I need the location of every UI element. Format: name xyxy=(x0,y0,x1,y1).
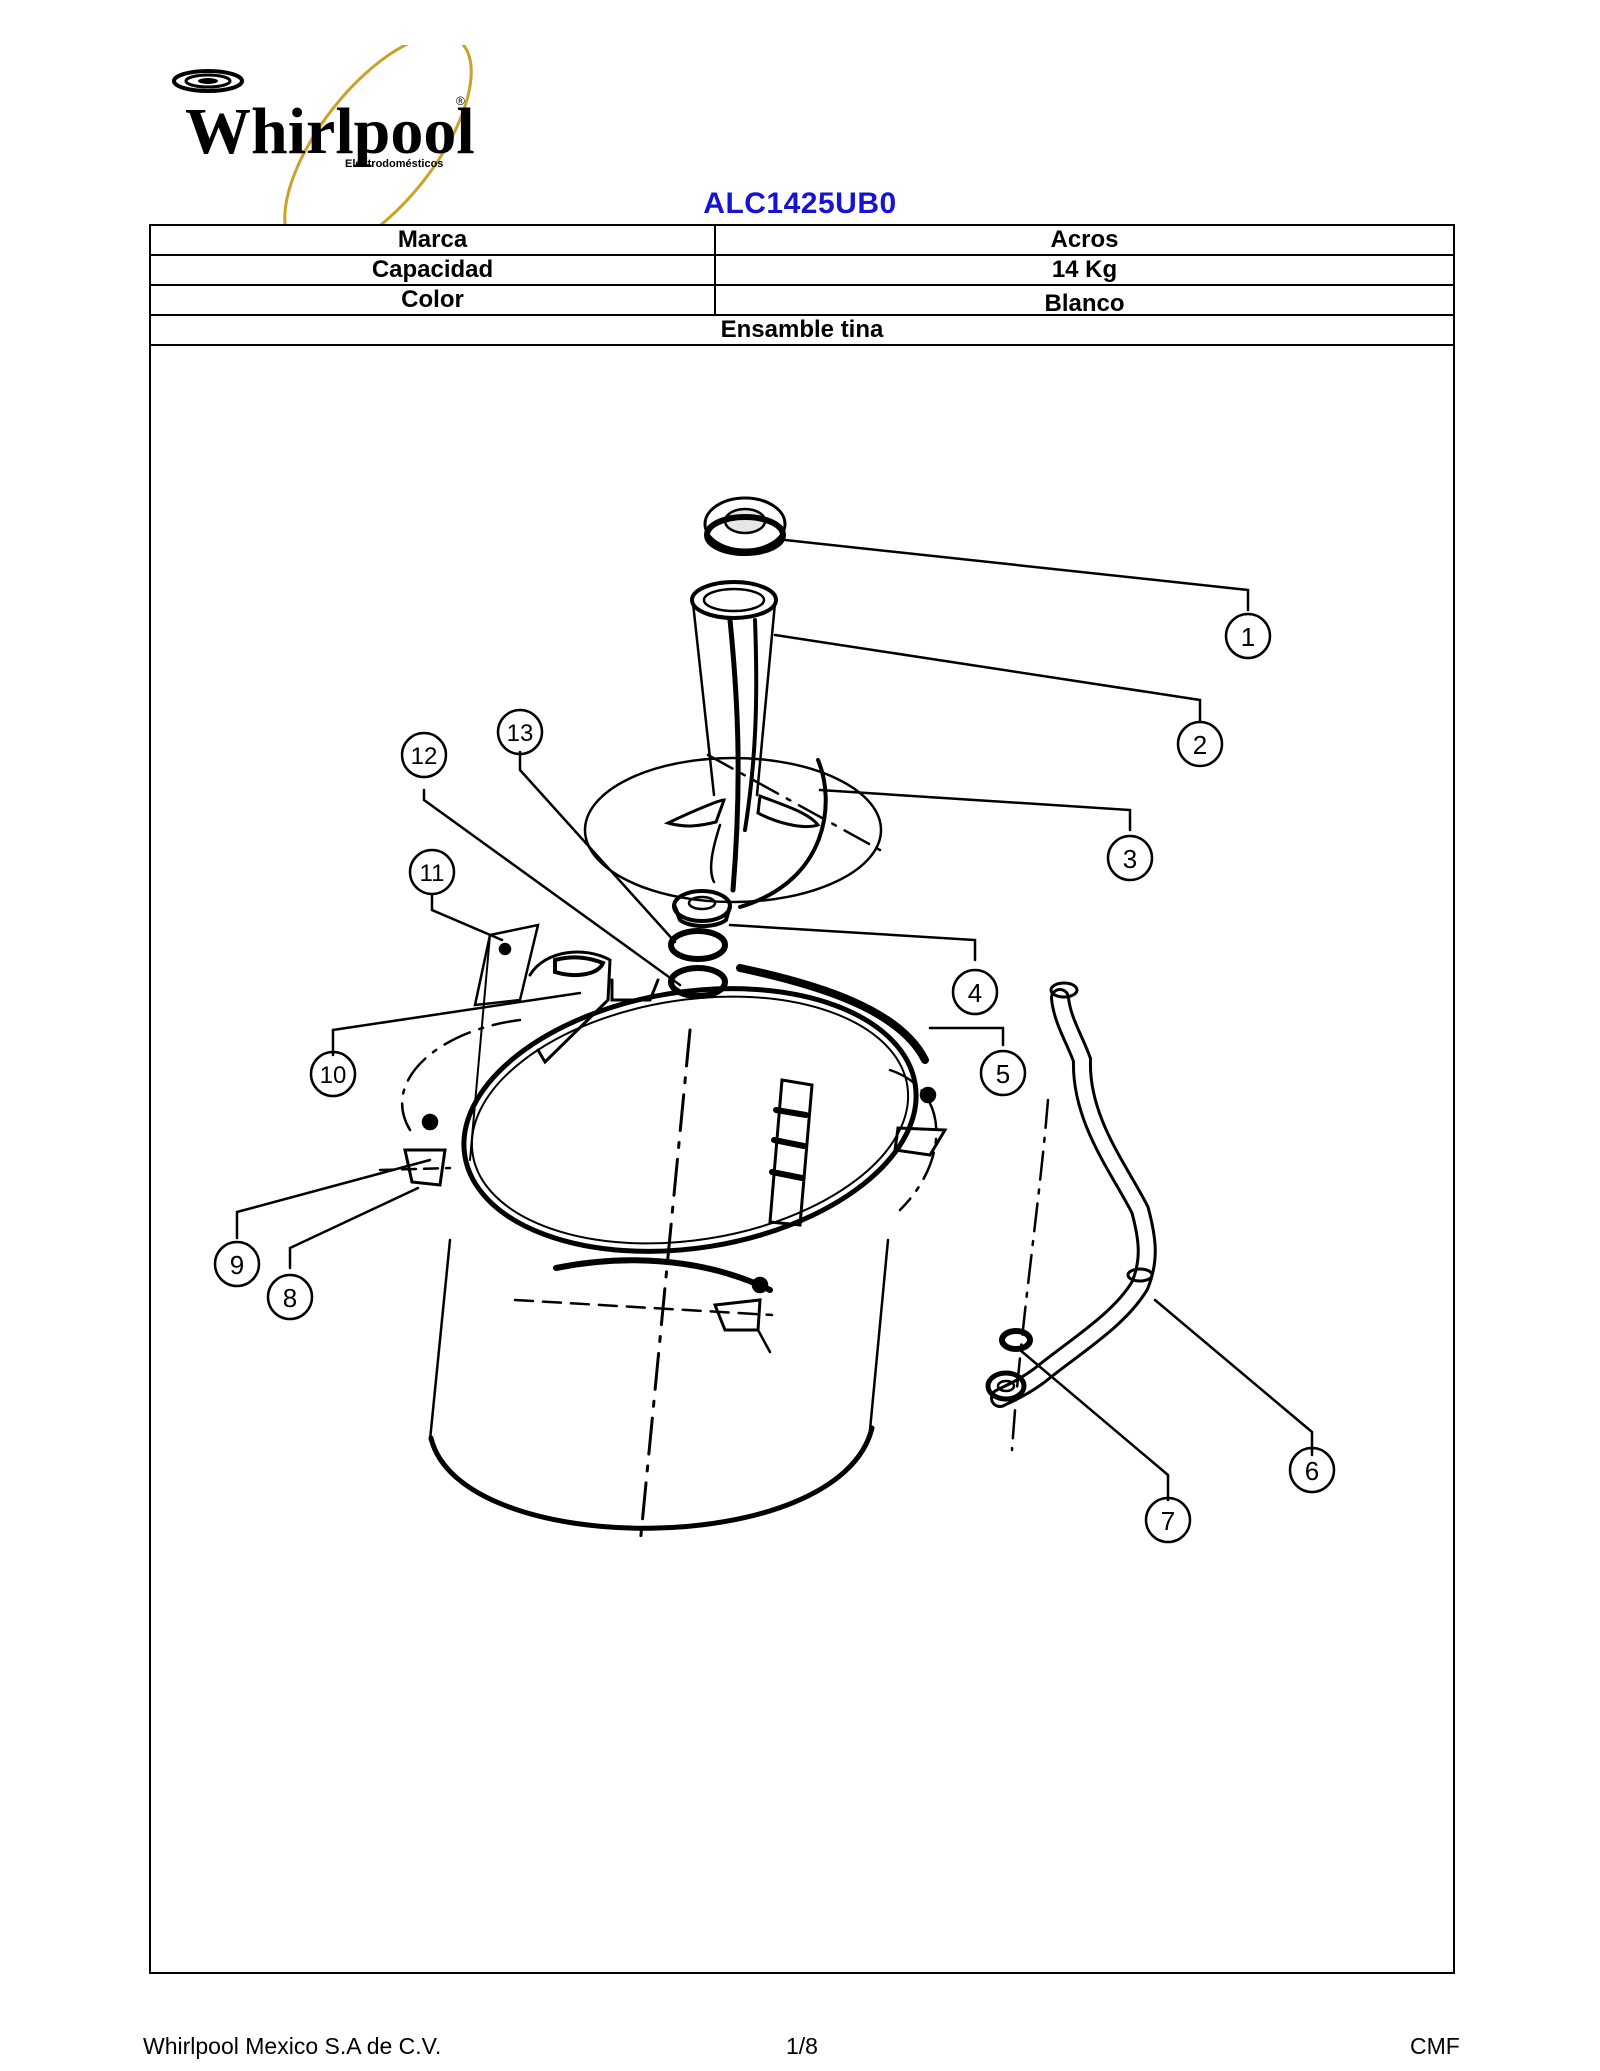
callout-8: 8 xyxy=(266,1273,314,1321)
spec-row-capacidad: Capacidad 14 Kg xyxy=(151,256,1453,286)
svg-text:®: ® xyxy=(456,94,465,108)
callout-9: 9 xyxy=(213,1240,261,1288)
model-number: ALC1425UB0 xyxy=(703,187,897,220)
svg-text:6: 6 xyxy=(1305,1456,1319,1486)
svg-text:7: 7 xyxy=(1161,1506,1175,1536)
part-drive-nut xyxy=(672,889,732,928)
part-agitator xyxy=(583,580,883,909)
section-title: Ensamble tina xyxy=(720,316,884,343)
part-hose-nuts xyxy=(985,1328,1033,1402)
callout-13: 13 xyxy=(496,708,544,756)
callout-7: 7 xyxy=(1144,1496,1192,1544)
svg-text:12: 12 xyxy=(411,743,438,770)
svg-text:4: 4 xyxy=(968,978,982,1008)
part-balance-ring xyxy=(736,964,929,1064)
part-bracket-strip xyxy=(469,923,660,1161)
leader-lines xyxy=(235,538,1314,1502)
footer-code: CMF xyxy=(1410,2033,1460,2059)
svg-text:10: 10 xyxy=(320,1062,347,1089)
part-drain-hose xyxy=(990,981,1157,1452)
spec-value: 14 Kg xyxy=(1051,256,1118,283)
callout-11: 11 xyxy=(408,848,456,896)
svg-text:5: 5 xyxy=(996,1059,1010,1089)
svg-text:11: 11 xyxy=(420,860,445,887)
svg-text:8: 8 xyxy=(283,1283,297,1313)
spec-value: Blanco xyxy=(1044,290,1125,317)
svg-text:9: 9 xyxy=(230,1250,244,1280)
part-cap xyxy=(703,496,787,556)
section-title-row: Ensamble tina xyxy=(151,316,1453,346)
callout-10: 10 xyxy=(309,1050,357,1098)
svg-text:1: 1 xyxy=(1241,622,1255,652)
spec-sheet: Marca Acros Capacidad 14 Kg Color Blanco… xyxy=(149,224,1455,1974)
spec-value: Acros xyxy=(1050,226,1119,253)
callout-6: 6 xyxy=(1288,1446,1336,1494)
footer-page-number: 1/8 xyxy=(786,2033,818,2059)
spec-row-color: Color Blanco xyxy=(151,286,1453,317)
callout-2: 2 xyxy=(1176,720,1224,768)
footer-company: Whirlpool Mexico S.A de C.V. xyxy=(143,2033,442,2059)
whirlpool-logo: Whirlpool ® Electrodomésticos xyxy=(172,45,475,225)
callout-3: 3 xyxy=(1106,834,1154,882)
spec-label: Color xyxy=(151,286,716,314)
callout-5: 5 xyxy=(979,1049,1027,1097)
svg-text:2: 2 xyxy=(1193,730,1207,760)
svg-text:3: 3 xyxy=(1123,844,1137,874)
callout-1: 1 xyxy=(1224,612,1272,660)
part-gaskets xyxy=(668,928,728,999)
callout-markers: 1 2 3 4 5 6 7 8 9 10 11 12 13 xyxy=(213,612,1336,1544)
part-tub xyxy=(378,986,948,1547)
spec-label: Marca xyxy=(151,226,716,254)
callout-4: 4 xyxy=(951,968,999,1016)
callout-12: 12 xyxy=(400,731,448,779)
svg-text:13: 13 xyxy=(507,720,534,747)
svg-text:Whirlpool: Whirlpool xyxy=(185,95,475,168)
spec-label: Capacidad xyxy=(151,256,716,284)
spec-row-marca: Marca Acros xyxy=(151,226,1453,256)
svg-text:Electrodomésticos: Electrodomésticos xyxy=(345,158,443,170)
